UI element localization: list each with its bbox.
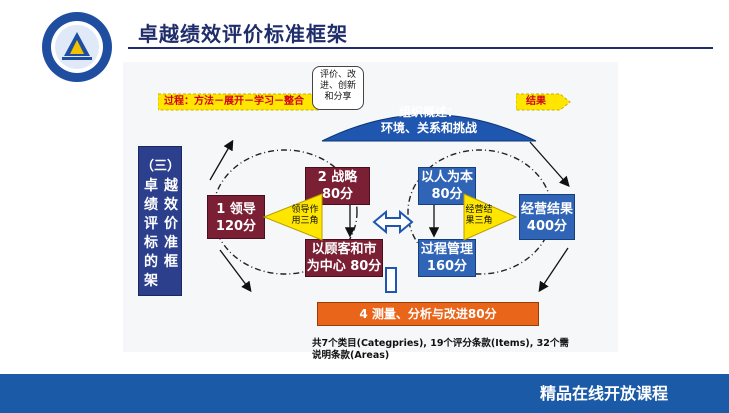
- lead-triangle-shape: [262, 193, 323, 241]
- process-arrow: [158, 93, 329, 111]
- improvement-note: 评价、改进、创新和分享: [312, 66, 364, 110]
- school-logo: [42, 12, 112, 82]
- side-title-col-2: 越 效 价 准 框: [164, 178, 178, 270]
- result-label: 结果: [526, 96, 546, 107]
- title-rule: [128, 47, 713, 49]
- process-label: 过程：方法－展开－学习－整合: [164, 96, 304, 107]
- results-box: 经营结果 400分: [519, 194, 575, 240]
- measure-box: 4 测量、分析与改进80分: [317, 302, 539, 326]
- lead-triangle-label: 领导作 用三角: [291, 205, 319, 226]
- overview-line-2: 环境、关系和挑战: [380, 121, 477, 135]
- overview-line-1: 组织概述：: [398, 105, 459, 119]
- overview-text: 组织概述： 环境、关系和挑战: [320, 104, 538, 136]
- footer-text: 精品在线开放课程: [540, 384, 669, 403]
- side-title-col-1: 卓 绩 评 标 的 架: [144, 178, 158, 289]
- side-title-top: （三）: [141, 159, 181, 174]
- process-box: 过程管理 160分: [418, 239, 476, 277]
- slide-title: 卓越绩效评价标准框架: [138, 22, 348, 46]
- side-title-box: （三） 卓 绩 评 标 的 架 越 效 价 准 框: [138, 146, 182, 296]
- overview-dome: [321, 114, 537, 142]
- result-triangle-shape: [463, 193, 518, 241]
- leadership-box: 1 领导 120分: [207, 195, 265, 239]
- category-caption: 共7个类目(Categpries), 19个评分条款(Items), 32个需说…: [312, 338, 569, 361]
- customer-box: 以顾客和市 为中心 80分: [305, 239, 383, 277]
- result-triangle-label: 经营结 果三角: [465, 205, 493, 226]
- result-arrow: [516, 93, 571, 111]
- footer-bar: [0, 374, 729, 413]
- people-box: 以人为本 80分: [418, 167, 476, 205]
